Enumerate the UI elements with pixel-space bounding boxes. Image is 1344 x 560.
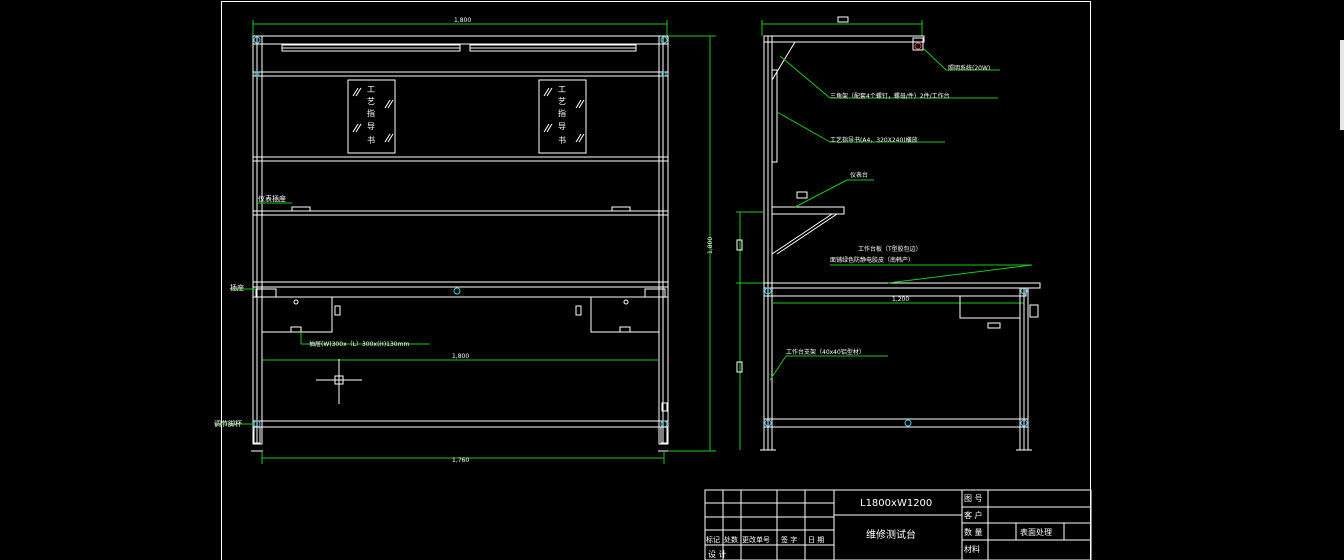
title-row-customer: 客 户 (964, 510, 983, 520)
vertical-scrollbar[interactable] (1340, 40, 1344, 130)
rev-header-count: 处数 (724, 535, 738, 544)
label-foot: 调节脚杯 (214, 419, 242, 428)
board-right-char-3: 指 (558, 108, 566, 118)
board-left-char-2: 艺 (367, 97, 375, 106)
work-instruction-board-right (538, 79, 587, 154)
front-dim-bottom: 1,760 (452, 457, 469, 464)
label-workbench-top-1: 工作台板（T型胶包边） (858, 245, 922, 253)
board-left-char-1: 工 (367, 85, 375, 94)
label-instruction: 工艺指导书(A4，320X240)横放 (830, 136, 918, 144)
board-right-char-2: 艺 (558, 97, 566, 106)
label-drawer: 抽屉(W)300x（L）300x(H)130mm (309, 340, 409, 348)
label-support: 工作台支架（40x40铝型材） (786, 348, 865, 356)
title-row-drawing-no: 图 号 (964, 494, 983, 503)
board-left-char-3: 指 (367, 108, 375, 118)
rev-header-date: 日 期 (808, 536, 824, 544)
side-dim-1200: 1,200 (892, 296, 909, 303)
label-bracket: 三角架（配套4个螺钉，螺母/件）2件/工作台 (830, 92, 950, 100)
label-instrument-stand: 仪表台 (850, 171, 868, 179)
label-workbench-top-2: 面铺绿色防静电胶皮（南韩产） (830, 256, 914, 264)
work-instruction-board-left (347, 79, 396, 154)
title-row-material: 材料 (964, 544, 980, 554)
board-right-char-4: 导 (558, 122, 566, 131)
rev-header-mark: 标记 (706, 535, 720, 544)
title-block: L1800xW1200 维修测试台 图 号 客 户 数 量 材料 表面处理 标记… (704, 489, 1092, 560)
drawing-border (221, 1, 1091, 560)
label-instrument-socket: 仪表插座 (258, 194, 286, 203)
label-lighting: 照明系统(20W) (948, 64, 990, 72)
rev-header-sign: 签 字 (781, 535, 797, 544)
title-surface: 表面处理 (1020, 527, 1052, 537)
title-design: 设 计 (708, 549, 727, 559)
front-dim-top: 1,800 (454, 17, 471, 24)
side-view: 照明系统(20W) 三角架（配套4个螺钉，螺母/件）2件/工作台 工艺指导书(A… (736, 16, 1041, 451)
board-right-char-5: 书 (558, 135, 566, 145)
board-right-char-1: 工 (558, 85, 566, 94)
title-name: 维修测试台 (866, 528, 916, 541)
board-left-char-4: 导 (367, 122, 375, 131)
cad-crosshair (316, 359, 362, 404)
label-socket: 插座 (230, 283, 244, 292)
front-view: 1,800 (214, 17, 716, 464)
front-dim-middle: 1,800 (452, 353, 469, 360)
title-model: L1800xW1200 (860, 498, 932, 509)
rev-header-change: 更改单号 (742, 535, 770, 544)
title-row-quantity: 数 量 (964, 527, 983, 537)
front-dim-height: 1,800 (707, 237, 714, 254)
board-left-char-5: 书 (367, 135, 375, 145)
